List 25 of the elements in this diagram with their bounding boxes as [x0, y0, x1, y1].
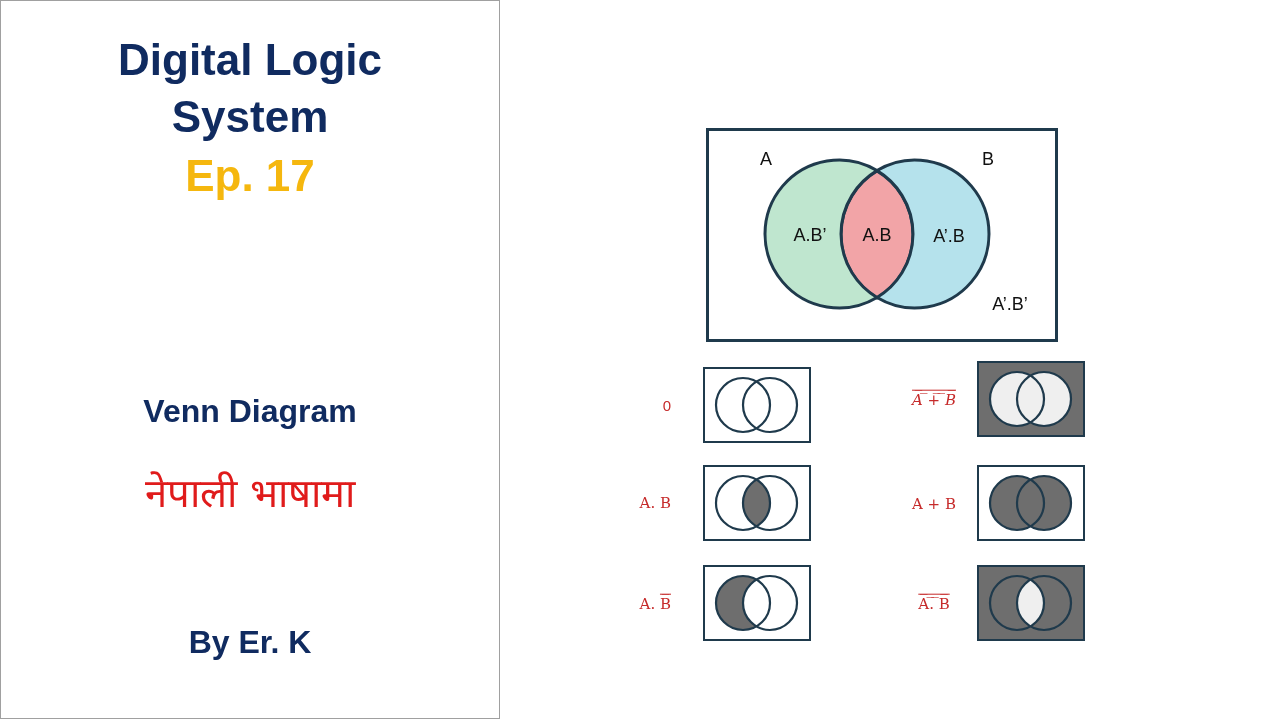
boolean-expression: A + B	[912, 493, 956, 515]
universe-rectangle	[706, 128, 1058, 342]
boolean-expression: A. B̅	[639, 593, 671, 615]
shaded-venn-diagram	[703, 565, 811, 641]
boolean-expression: A. B	[639, 492, 671, 514]
shaded-venn-diagram	[703, 367, 811, 443]
set-label: B	[982, 150, 994, 170]
boolean-expression: A̅ ̅+̅ ̅B̅	[912, 389, 956, 411]
boolean-expression: A̅.̅ ̅B̅	[918, 593, 950, 615]
language-note: नेपाली भाषामा	[145, 469, 355, 518]
shaded-venn-diagram	[703, 465, 811, 541]
episode-number: Ep. 17	[185, 150, 315, 202]
topic-title: Venn Diagram	[143, 392, 357, 431]
region-label: A.B’	[793, 226, 827, 246]
author-credit: By Er. K	[188, 623, 312, 662]
title-panel	[0, 0, 500, 719]
region-label: A’.B	[933, 227, 965, 247]
region-label: A’.B’	[992, 295, 1028, 315]
course-title: Digital Logic System	[117, 34, 383, 144]
set-label: A	[760, 150, 772, 170]
shaded-venn-diagram	[977, 465, 1085, 541]
shaded-venn-diagram	[977, 361, 1085, 437]
shaded-venn-diagram	[977, 565, 1085, 641]
region-label: A.B	[862, 226, 892, 246]
boolean-expression: 0	[662, 395, 671, 416]
